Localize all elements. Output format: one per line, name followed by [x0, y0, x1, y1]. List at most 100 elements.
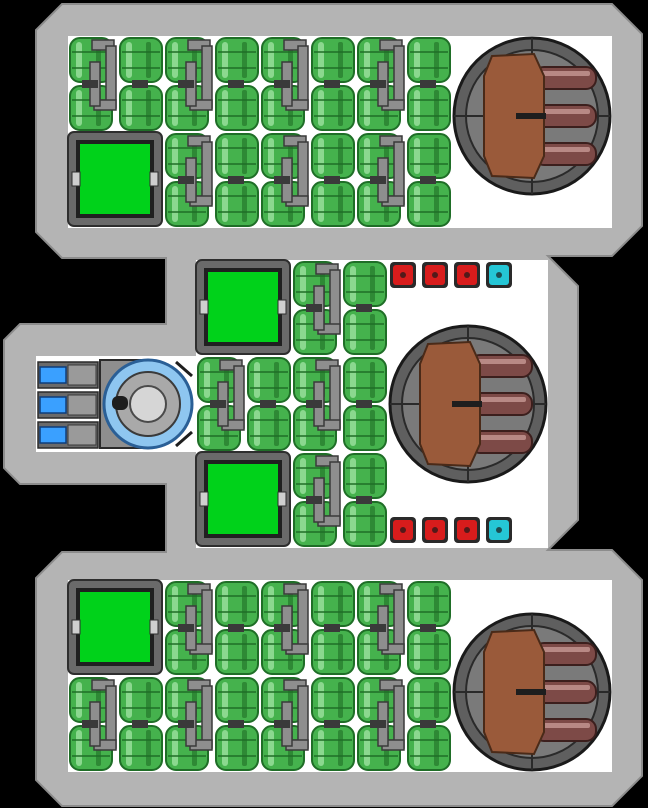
pipe-joint: [370, 176, 386, 184]
pipe-joint: [324, 80, 340, 88]
tank-shade: [242, 730, 247, 766]
tank-shade: [242, 138, 247, 174]
pipe-segment: [297, 141, 309, 205]
tank-highlight: [222, 634, 228, 670]
pad-surface: [80, 144, 150, 214]
tank-highlight: [364, 186, 370, 222]
indicator-light: [390, 262, 416, 288]
turret: [452, 36, 612, 196]
tank-block: [69, 677, 163, 771]
tank-highlight: [318, 682, 324, 718]
landing-pad: [195, 451, 291, 547]
tank-highlight: [300, 314, 306, 350]
tank-highlight: [222, 42, 228, 78]
thruster: [37, 391, 99, 419]
tank-highlight: [300, 362, 306, 398]
pipe-segment: [105, 685, 117, 749]
pipe-joint: [306, 496, 322, 504]
tank-shade: [338, 138, 343, 174]
tank-highlight: [414, 682, 420, 718]
pipe-segment: [201, 45, 213, 109]
pad-clamp: [149, 619, 159, 635]
pipe-segment: [233, 365, 245, 429]
light-core: [496, 527, 502, 533]
pipe-segment: [105, 45, 117, 109]
indicator-light: [422, 262, 448, 288]
tank-highlight: [414, 42, 420, 78]
pad-clamp: [71, 619, 81, 635]
tank-highlight: [172, 138, 178, 174]
pad-surface: [80, 592, 150, 662]
tank-highlight: [414, 586, 420, 622]
pipe-segment: [315, 359, 339, 371]
pipe-segment: [201, 141, 213, 205]
tank-highlight: [414, 634, 420, 670]
tank-highlight: [268, 730, 274, 766]
tank-shade: [146, 730, 151, 766]
tank-shade: [370, 506, 375, 542]
tank-shade: [370, 410, 375, 446]
pipe-joint: [420, 80, 436, 88]
tank-shade: [274, 410, 279, 446]
tank-highlight: [254, 362, 260, 398]
tank-shade: [434, 586, 439, 622]
tank-highlight: [364, 634, 370, 670]
tank-shade: [242, 90, 247, 126]
tank-highlight: [350, 410, 356, 446]
thruster-body: [67, 424, 97, 446]
pipe-segment: [283, 39, 307, 51]
barrel-highlight: [540, 147, 590, 152]
tank-highlight: [222, 682, 228, 718]
engine-module: [37, 358, 194, 450]
pipe-segment: [393, 589, 405, 653]
thruster-body: [67, 364, 97, 386]
pipe-segment: [91, 679, 115, 691]
light-core: [432, 527, 438, 533]
pipe-segment: [329, 461, 341, 525]
tank-array: [69, 37, 451, 771]
pipe-segment: [201, 589, 213, 653]
turret-housing: [483, 52, 545, 180]
tank-block: [357, 133, 451, 227]
tank-shade: [146, 42, 151, 78]
tank-block: [293, 261, 387, 355]
tank-highlight: [364, 90, 370, 126]
tank-highlight: [222, 586, 228, 622]
pipe-joint: [228, 80, 244, 88]
tank-highlight: [318, 138, 324, 174]
pipe-joint: [324, 720, 340, 728]
pad-clamp: [277, 299, 287, 315]
tank-block: [261, 37, 355, 131]
pipe-joint: [420, 176, 436, 184]
tank-block: [165, 37, 259, 131]
tank-shade: [434, 90, 439, 126]
pipe-joint: [420, 720, 436, 728]
tank-shade: [370, 266, 375, 302]
tank-highlight: [318, 186, 324, 222]
tank-highlight: [350, 458, 356, 494]
indicator-light: [486, 262, 512, 288]
pipe-joint: [260, 400, 276, 408]
thruster-body: [67, 394, 97, 416]
tank-highlight: [126, 730, 132, 766]
tank-highlight: [300, 506, 306, 542]
indicator-light: [454, 517, 480, 543]
engine-port: [112, 396, 128, 410]
tank-highlight: [318, 586, 324, 622]
tank-highlight: [222, 730, 228, 766]
barrel-highlight: [476, 359, 526, 364]
indicator-light: [422, 517, 448, 543]
pipe-joint: [274, 624, 290, 632]
tank-block: [357, 677, 451, 771]
pipe-joint: [228, 176, 244, 184]
landing-pad: [195, 259, 291, 355]
pipe-joint: [178, 720, 194, 728]
light-core: [464, 272, 470, 278]
thruster-glow: [39, 426, 67, 444]
tank-highlight: [300, 458, 306, 494]
pipe-joint: [178, 624, 194, 632]
tank-highlight: [222, 90, 228, 126]
tank-block: [293, 357, 387, 451]
tank-highlight: [172, 634, 178, 670]
tank-highlight: [204, 362, 210, 398]
